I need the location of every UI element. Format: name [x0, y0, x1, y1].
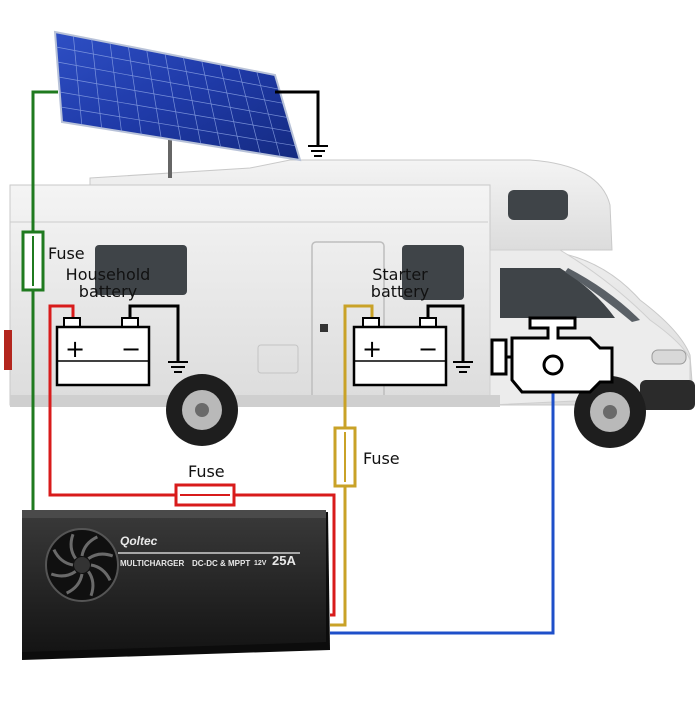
headlight	[651, 349, 687, 365]
wire-starter-positive	[330, 304, 374, 627]
fuses	[21, 230, 357, 507]
starter-battery-plus: +	[362, 335, 382, 363]
device-brand: Qoltec	[120, 534, 158, 548]
rear-wheel	[166, 374, 238, 446]
wire-household-ground	[128, 304, 180, 362]
ground-symbol-household	[168, 361, 188, 373]
front-wheel	[574, 376, 646, 448]
device-type: DC-DC & MPPT	[192, 559, 251, 568]
starter-battery: + −	[352, 317, 448, 387]
cab-window	[500, 268, 615, 318]
fan-icon	[45, 528, 119, 602]
solar-panel	[53, 30, 302, 178]
device-top-edge	[22, 510, 326, 518]
household-battery-minus: −	[121, 335, 141, 363]
label-fuse-household: Fuse	[188, 462, 225, 481]
ground-symbol-starter	[453, 361, 473, 373]
starter-battery-body	[352, 325, 448, 387]
wire-solar-ground	[275, 90, 320, 146]
label-household-battery-line2: battery	[78, 282, 138, 301]
label-fuse-solar: Fuse	[48, 244, 85, 263]
label-household-battery-line1: Household	[65, 265, 151, 284]
panel-cells	[56, 35, 296, 157]
wire-solar	[31, 90, 58, 520]
motorhome	[4, 159, 695, 448]
label-starter-battery-line2: battery	[370, 282, 430, 301]
wiring	[31, 90, 555, 635]
window-starter	[402, 245, 464, 300]
household-battery: + −	[55, 317, 151, 387]
device-current: 25A	[272, 553, 296, 568]
label-fuse-starter: Fuse	[363, 449, 400, 468]
window-household	[95, 245, 187, 295]
starter-battery-minus: −	[418, 335, 438, 363]
household-battery-plus: +	[65, 335, 85, 363]
rear-light	[4, 330, 12, 370]
service-hatch	[257, 344, 299, 374]
cab-windshield	[565, 268, 640, 322]
device-model: MULTICHARGER	[120, 559, 185, 568]
wire-starter-ground	[426, 304, 465, 362]
door-handle	[320, 324, 328, 332]
wire-household-positive	[48, 304, 336, 617]
multicharger-device	[22, 510, 330, 660]
window-overcab	[508, 190, 568, 220]
front-bumper	[640, 380, 695, 410]
ground-symbol-solar	[308, 145, 328, 157]
ground-symbols	[168, 145, 473, 373]
body-skirt	[10, 395, 500, 407]
label-starter-battery-line1: Starter	[372, 265, 428, 284]
label-household-battery: Household battery	[58, 266, 158, 300]
wire-alternator	[330, 392, 555, 635]
device-voltage: 12V	[254, 560, 267, 567]
label-starter-battery: Starter battery	[355, 266, 445, 300]
engine-icon	[490, 316, 614, 394]
household-battery-body	[55, 325, 151, 387]
